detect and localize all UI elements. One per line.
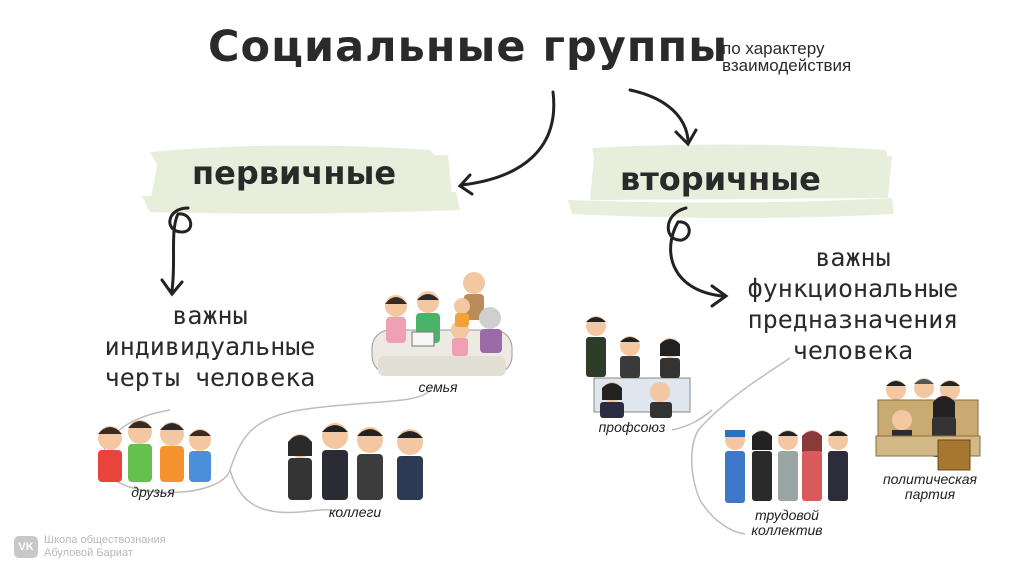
arrow-to-secondary — [628, 88, 690, 142]
watermark-text: Школа обществознания Абуловой Бариат — [44, 534, 166, 560]
workforce-caption: трудовой коллектив — [742, 508, 832, 538]
description-line: человека — [792, 336, 914, 365]
watermark-line: Школа обществознания — [44, 534, 166, 546]
description-line: важны — [172, 301, 248, 330]
primary-group-label: первичные — [192, 154, 397, 192]
caption-line: трудовой — [755, 507, 819, 523]
loop-arrow-primary — [168, 206, 193, 292]
caption-line: коллектив — [751, 522, 823, 538]
secondary-description: важны функциональные предназначения чело… — [708, 242, 998, 366]
secondary-group-label: вторичные — [620, 160, 821, 198]
friends-illustration — [98, 420, 211, 482]
colleagues-caption: коллеги — [328, 504, 382, 520]
workforce-illustration — [725, 430, 848, 503]
caption-line: политическая — [882, 471, 978, 487]
union-caption: профсоюз — [598, 419, 666, 435]
diagram-title: Социальные группы — [208, 22, 729, 72]
union-illustration — [586, 316, 691, 418]
watermark-line: Абуловой Бариат — [44, 547, 133, 559]
vk-logo-icon: VK — [14, 536, 38, 558]
description-line: функциональные — [747, 274, 959, 303]
description-line: предназначения — [747, 305, 959, 334]
loop-arrow-secondary — [666, 206, 724, 298]
primary-description: важны индивидуальные черты человека — [60, 300, 360, 393]
subtitle-line: по характеру — [722, 39, 825, 58]
caption-line: партия — [904, 486, 956, 502]
colleagues-illustration — [288, 423, 423, 500]
description-line: черты человека — [104, 363, 316, 392]
description-line: индивидуальные — [104, 332, 316, 361]
party-illustration — [875, 378, 981, 471]
friends-caption: друзья — [131, 484, 175, 500]
diagram-subtitle: по характеру взаимодействия — [722, 40, 851, 74]
family-caption: семья — [418, 379, 458, 395]
subtitle-line: взаимодействия — [722, 56, 852, 75]
arrow-to-primary — [460, 90, 556, 187]
description-line: важны — [815, 243, 891, 272]
secondary-highlight — [568, 144, 894, 218]
primary-highlight — [142, 145, 460, 214]
party-caption: политическая партия — [872, 472, 988, 502]
family-illustration — [371, 272, 513, 376]
